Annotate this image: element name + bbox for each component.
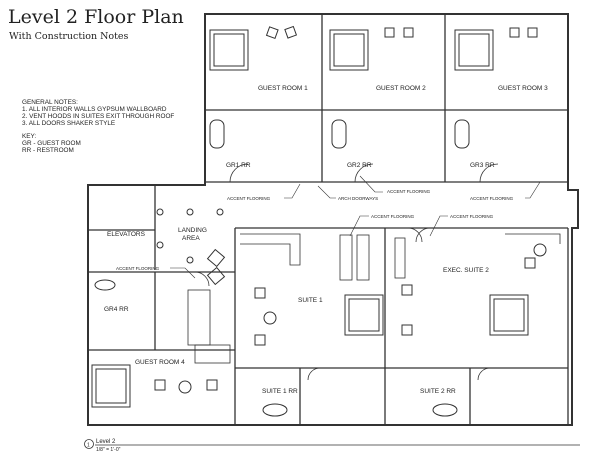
note-accent-flooring: ACCENT FLOORING [387,189,431,194]
beds [91,29,529,408]
view-scale: 1/8" = 1'-0" [96,447,121,453]
label-landing: LANDING [178,227,207,234]
general-notes: GENERAL NOTES: 1. ALL INTERIOR WALLS GYP… [22,99,174,154]
doors [194,163,499,381]
label-guest-room-1: GUEST ROOM 1 [258,85,308,92]
leader-lines [170,175,541,279]
label-gr1-rr: GR1 RR [226,162,251,169]
notes-heading: GENERAL NOTES: [22,99,78,106]
label-exec-suite-2: EXEC. SUITE 2 [443,267,489,274]
view-name: Level 2 [96,439,116,445]
exterior-walls [87,13,579,426]
note-accent-flooring: ACCENT FLOORING [371,214,415,219]
bathtubs [94,119,470,417]
note-item: 3. ALL DOORS SHAKER STYLE [22,120,116,127]
key-heading: KEY: [22,133,37,140]
label-area: AREA [182,235,200,242]
label-gr2-rr: GR2 RR [347,162,372,169]
note-arch-doorways: ARCH DOORWAYS [338,196,378,201]
counters [187,233,561,364]
note-accent-flooring: ACCENT FLOORING [450,214,494,219]
note-accent-flooring: ACCENT FLOORING [116,266,160,271]
key-item: GR - GUEST ROOM [22,140,81,147]
key-item: RR - RESTROOM [22,147,74,154]
view-title: 1 Level 2 1/8" = 1'-0" [84,439,580,453]
note-accent-flooring: ACCENT FLOORING [227,196,271,201]
annotations: ACCENT FLOORING ACCENT FLOORING ARCH DOO… [116,189,514,271]
label-suite-2-rr: SUITE 2 RR [420,388,456,395]
page-subtitle: With Construction Notes [9,31,129,42]
label-gr4-rr: GR4 RR [104,306,129,313]
label-gr3-rr: GR3 RR [470,162,495,169]
label-guest-room-3: GUEST ROOM 3 [498,85,548,92]
view-number: 1 [87,443,90,449]
chairs [154,25,547,394]
note-item: 1. ALL INTERIOR WALLS GYPSUM WALLBOARD [22,106,167,113]
page-title: Level 2 Floor Plan [8,6,184,28]
room-labels: GUEST ROOM 1 GUEST ROOM 2 GUEST ROOM 3 G… [104,85,548,395]
label-suite-1-rr: SUITE 1 RR [262,388,298,395]
label-elevators: ELEVATORS [107,231,146,238]
note-accent-flooring: ACCENT FLOORING [470,196,514,201]
label-suite-1: SUITE 1 [298,297,323,304]
label-guest-room-2: GUEST ROOM 2 [376,85,426,92]
interior-walls [88,14,569,425]
note-item: 2. VENT HOODS IN SUITES EXIT THROUGH ROO… [22,113,175,120]
label-guest-room-4: GUEST ROOM 4 [135,359,185,366]
